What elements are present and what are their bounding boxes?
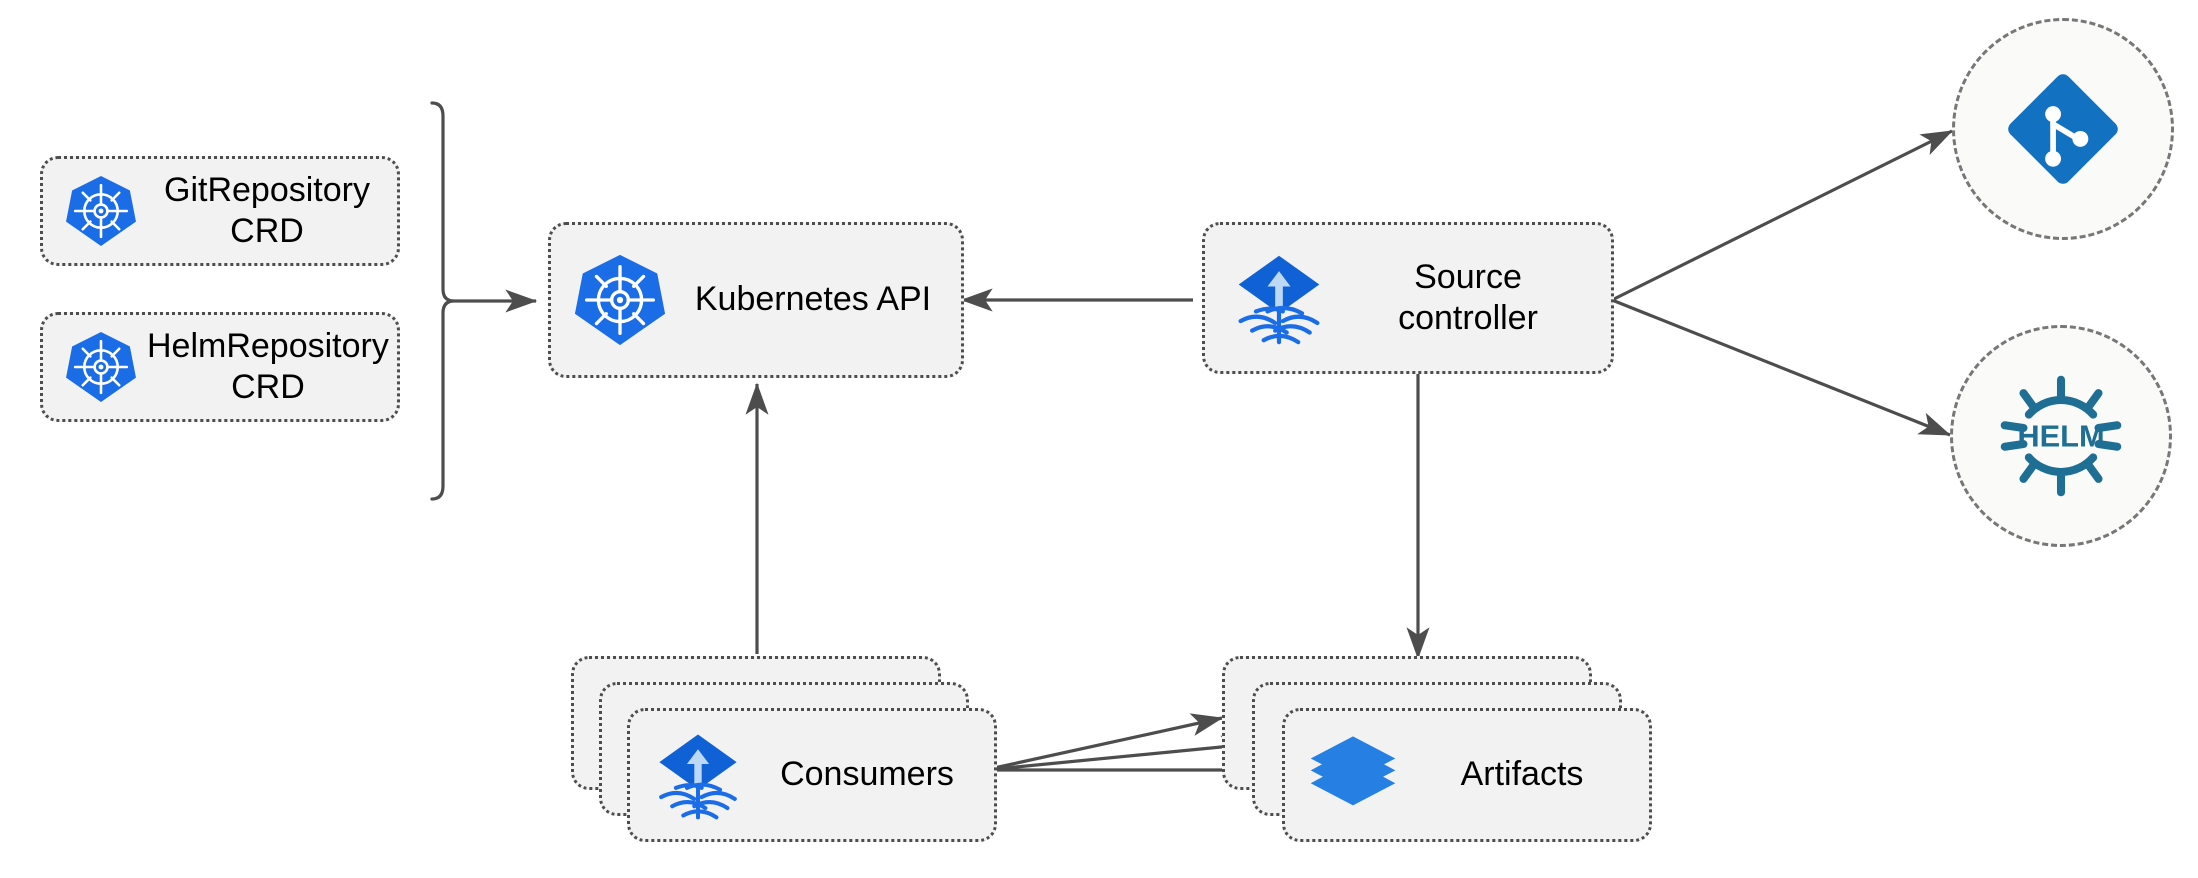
node-consumers[interactable]: Consumers [627,708,997,842]
layers-icon [1301,723,1405,827]
node-artifacts[interactable]: Artifacts [1282,708,1652,842]
node-label: Consumers [780,755,954,794]
node-label: HelmRepository CRD [147,326,389,406]
helm-wordmark: HELM [2017,419,2104,454]
helm-icon: HELM [1994,369,2128,503]
node-source-controller[interactable]: Source controller [1202,222,1614,374]
node-helm-source[interactable]: HELM [1950,325,2172,547]
node-git-repository-crd[interactable]: GitRepository CRD [40,156,400,266]
node-label: Source controller [1398,257,1538,337]
crd-group-brace [430,101,455,501]
node-helm-repository-crd[interactable]: HelmRepository CRD [40,312,400,422]
node-label: Artifacts [1460,755,1584,794]
flux-icon [1223,242,1335,354]
node-label: GitRepository CRD [164,170,370,250]
edge-source-controller-to-git [1611,129,1954,302]
git-icon [2001,67,2125,191]
node-kubernetes-api[interactable]: Kubernetes API [548,222,964,378]
edge-source-controller-to-helm [1611,298,1952,437]
kubernetes-icon [55,165,147,257]
edge-consumers-to-artifacts-2 [984,735,1254,772]
kubernetes-icon [565,245,675,355]
node-git-source[interactable] [1952,18,2174,240]
flux-icon [646,723,750,827]
node-label: Kubernetes API [694,280,932,319]
edge-consumers-to-artifacts-1 [984,713,1224,772]
kubernetes-icon [55,321,147,413]
